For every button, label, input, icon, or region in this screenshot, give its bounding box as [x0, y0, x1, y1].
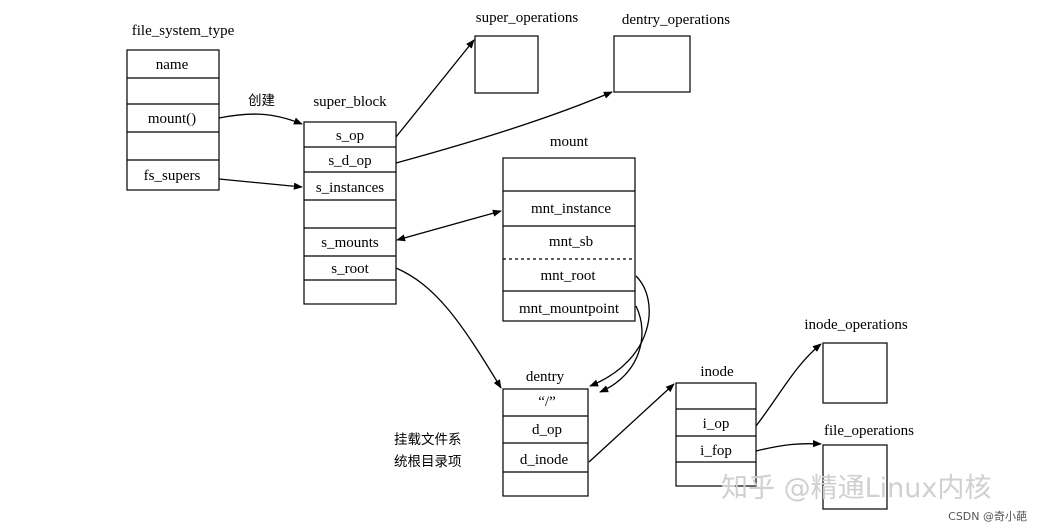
file-system-type-struct: file_system_type name mount() fs_supers: [126, 23, 235, 191]
arrow-s-d-op-to-dentry-operations: [395, 91, 613, 164]
inode-operations-struct: inode_operations: [804, 317, 908, 404]
super-operations-struct: super_operations: [474, 10, 579, 94]
arrow-mnt-mountpoint-to-dentry: [599, 305, 643, 393]
mount-title: mount: [550, 134, 589, 150]
file-operations-title: file_operations: [824, 423, 914, 439]
arrow-d-inode-to-inode: [588, 383, 675, 463]
dentry-struct: dentry “/” d_op d_inode: [502, 369, 589, 497]
inode-field-i-fop: i_fop: [700, 443, 732, 459]
dentry-field-root-name: “/”: [538, 394, 555, 410]
sb-field-s-instances: s_instances: [316, 180, 384, 196]
mount-root-note-line1: 挂载文件系: [394, 432, 462, 448]
dentry-field-d-op: d_op: [532, 422, 562, 438]
mount-field-mnt-mountpoint: mnt_mountpoint: [519, 301, 620, 317]
inode-title: inode: [700, 364, 734, 380]
inode-operations-title: inode_operations: [804, 317, 907, 333]
dentry-operations-struct: dentry_operations: [613, 12, 730, 93]
arrow-i-fop-to-file-operations: [755, 440, 822, 452]
dentry-title: dentry: [526, 369, 565, 385]
arrow-mnt-root-to-dentry: [589, 275, 650, 387]
csdn-watermark: CSDN @奇小葩: [948, 510, 1027, 523]
arrow-s-mounts-mnt-instance: [396, 209, 502, 242]
dentry-field-d-inode: d_inode: [520, 452, 569, 468]
mount-field-mnt-root: mnt_root: [541, 268, 597, 284]
fst-field-name: name: [156, 57, 189, 73]
super-block-title: super_block: [313, 94, 387, 110]
dentry-operations-title: dentry_operations: [622, 12, 730, 28]
fst-field-mount: mount(): [148, 111, 196, 127]
file-system-type-title: file_system_type: [132, 23, 235, 39]
zhihu-watermark: 知乎 @精通Linux内核: [721, 473, 991, 504]
mount-field-mnt-instance: mnt_instance: [531, 201, 611, 217]
super-block-struct: super_block s_op s_d_op s_instances s_mo…: [303, 94, 397, 305]
arrow-mount-to-super-block: [218, 113, 303, 125]
sb-field-s-d-op: s_d_op: [328, 153, 371, 169]
file-operations-struct: file_operations: [822, 423, 914, 510]
arrow-i-op-to-inode-operations: [755, 343, 822, 427]
arrow-s-root-to-dentry: [395, 267, 502, 389]
super-operations-title: super_operations: [476, 10, 579, 26]
create-label: 创建: [248, 93, 275, 109]
mount-root-note-line2: 统根目录项: [394, 454, 462, 470]
sb-field-s-op: s_op: [336, 128, 364, 144]
arrow-s-op-to-super-operations: [395, 39, 475, 138]
arrow-fs-supers-to-s-instances: [218, 178, 303, 190]
inode-field-i-op: i_op: [703, 416, 730, 432]
sb-field-s-root: s_root: [331, 261, 369, 277]
mount-struct: mount mnt_instance mnt_sb mnt_root mnt_m…: [502, 134, 636, 322]
inode-struct: inode i_op i_fop: [675, 364, 757, 487]
mount-field-mnt-sb: mnt_sb: [549, 234, 593, 250]
sb-field-s-mounts: s_mounts: [321, 235, 379, 251]
fst-field-fs-supers: fs_supers: [144, 168, 201, 184]
